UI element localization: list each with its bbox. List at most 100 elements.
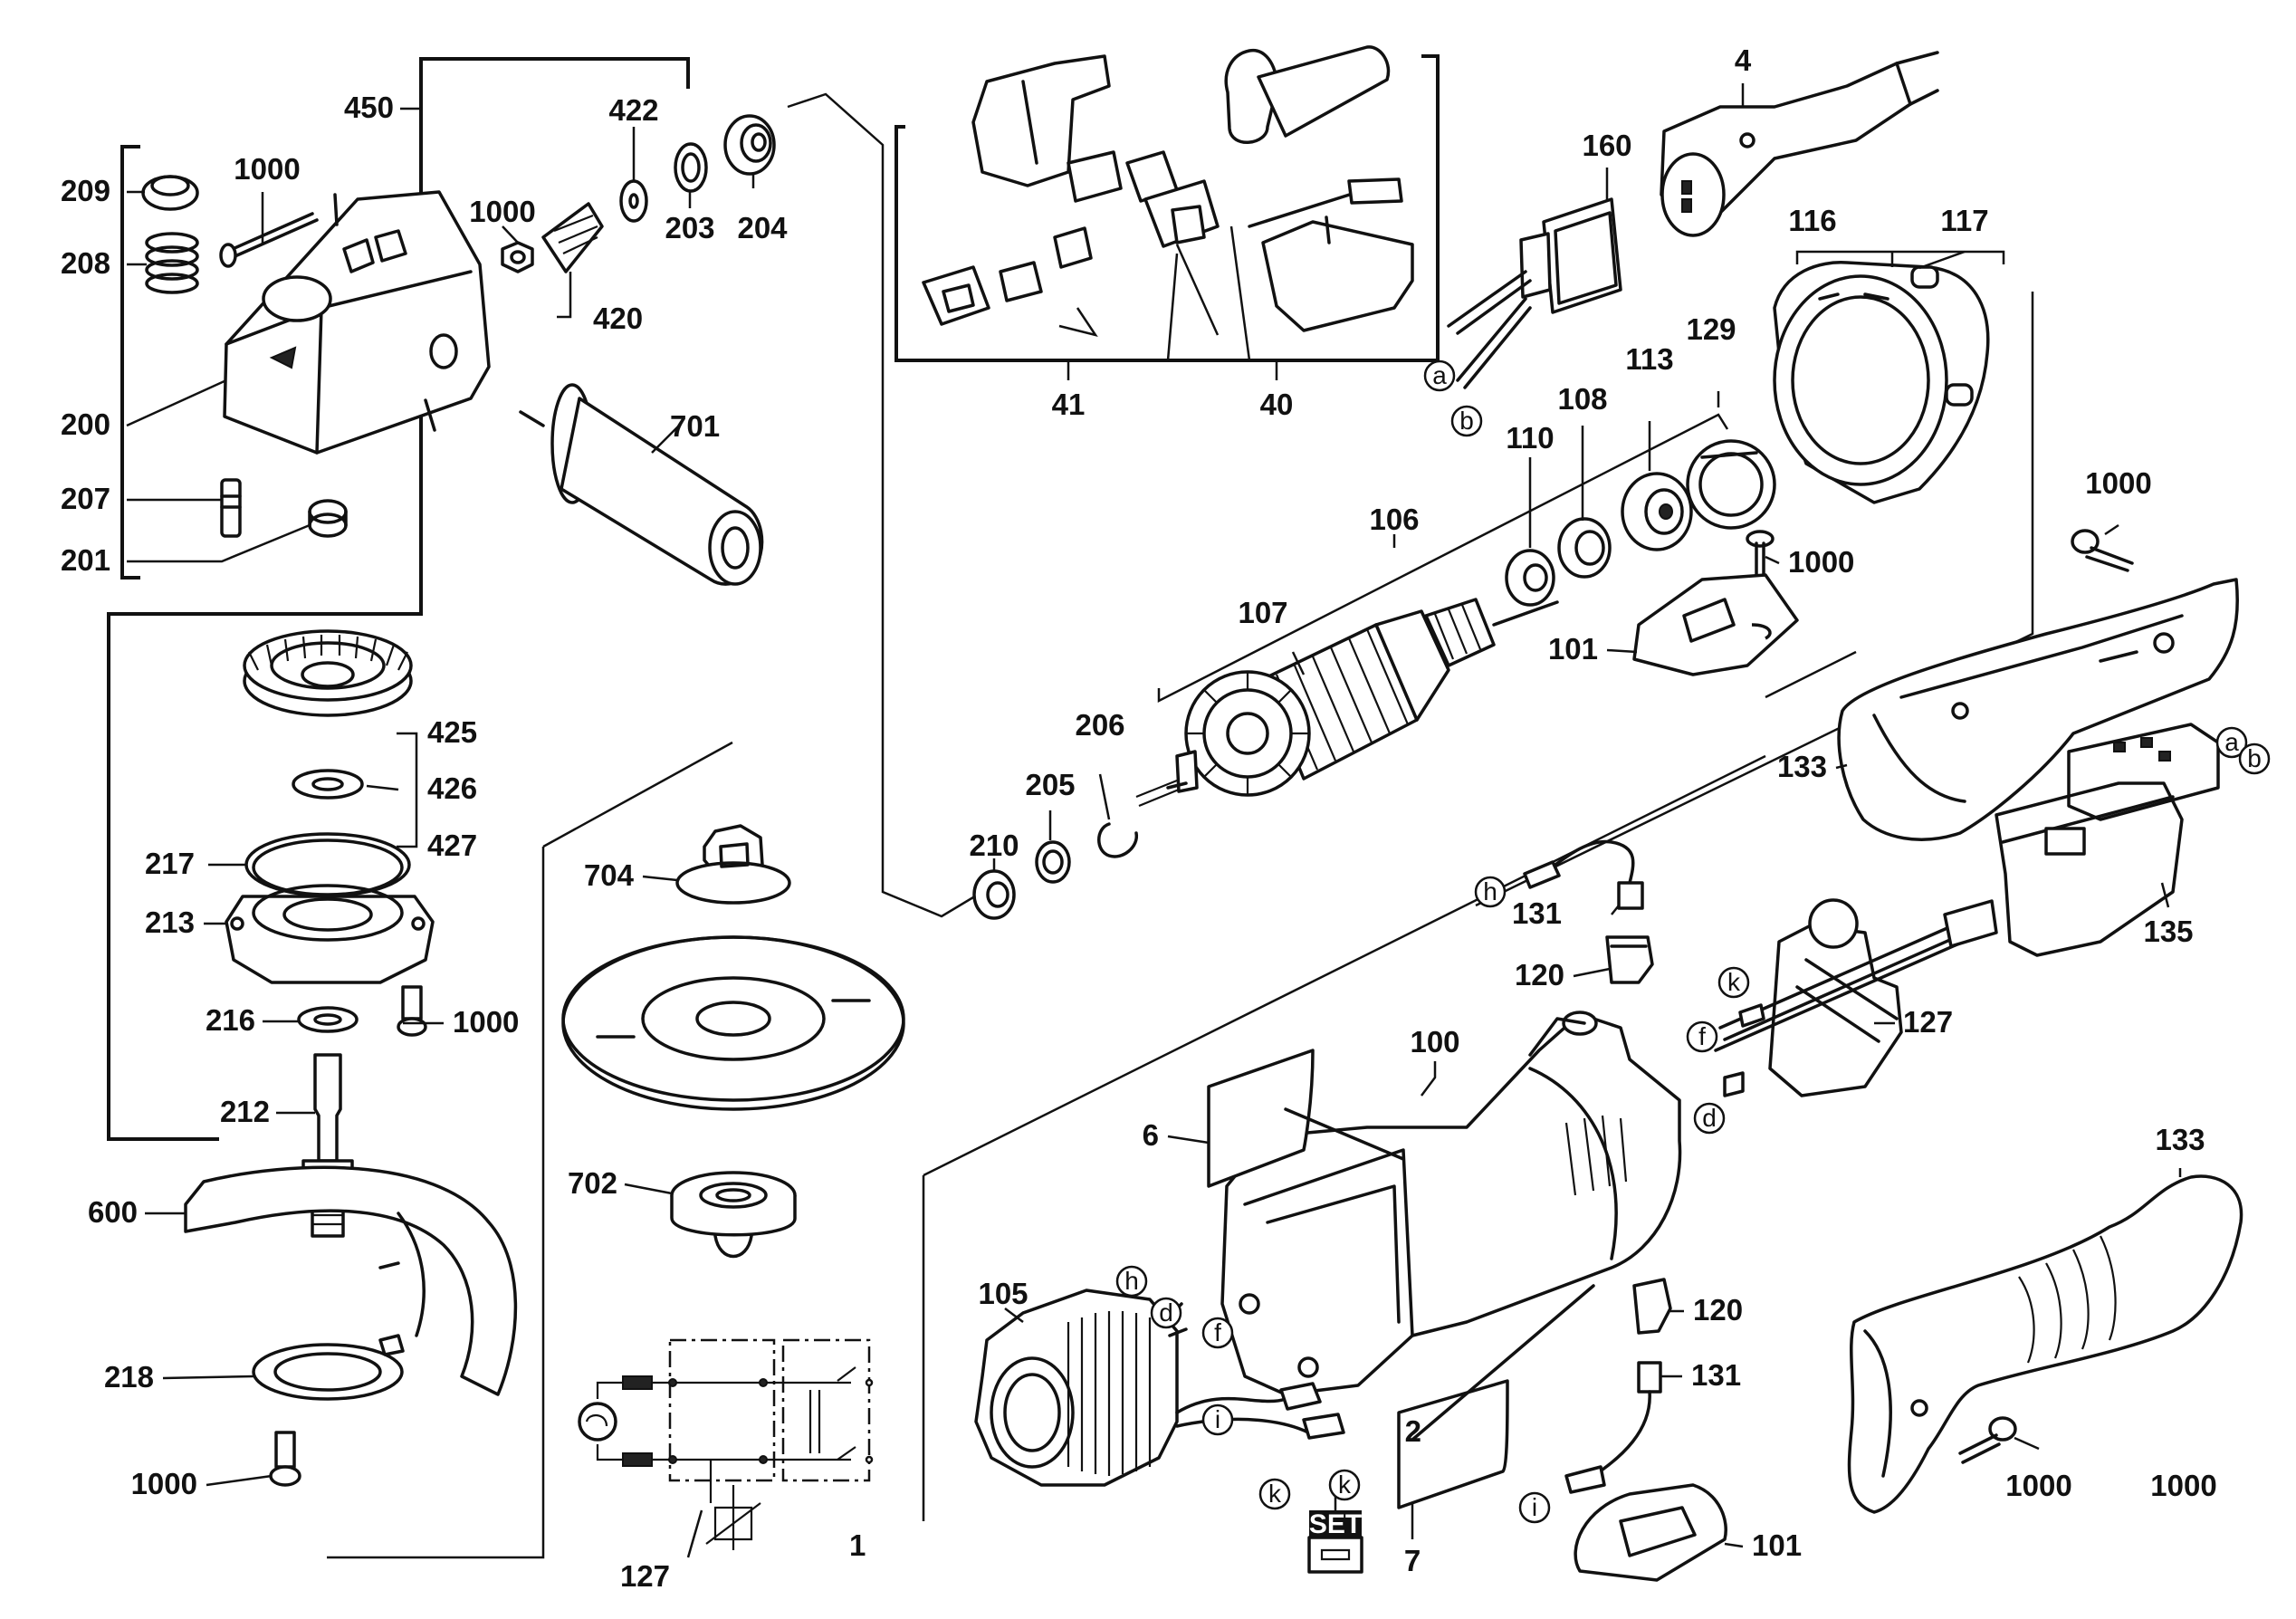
connector-b-right-text: b xyxy=(2247,744,2262,772)
label-201: 201 xyxy=(61,543,110,577)
label-425: 425 xyxy=(427,715,477,749)
label-127-module: 127 xyxy=(1903,1005,1953,1039)
bearing-204 xyxy=(723,114,776,176)
label-7: 7 xyxy=(1404,1544,1421,1577)
pins-117 xyxy=(1910,265,1974,407)
label-1000-bottom: 1000 xyxy=(2005,1469,2071,1502)
label-117: 117 xyxy=(1940,204,1988,237)
label-2: 2 xyxy=(1405,1414,1421,1448)
cord-guard-4 xyxy=(1660,51,1939,237)
label-1000-flange: 1000 xyxy=(453,1005,519,1039)
label-210: 210 xyxy=(969,829,1019,862)
armature-107 xyxy=(1135,598,1559,808)
bearing-flange-116 xyxy=(1773,261,1990,504)
label-100: 100 xyxy=(1410,1025,1459,1059)
terminal-120-bottom xyxy=(1632,1278,1672,1335)
label-704: 704 xyxy=(584,858,635,892)
label-216: 216 xyxy=(206,1003,255,1037)
washer-422 xyxy=(619,179,648,223)
screw-1000-133 xyxy=(2071,529,2134,572)
label-203: 203 xyxy=(665,211,714,244)
connector-d-127-text: d xyxy=(1702,1104,1717,1132)
label-218: 218 xyxy=(104,1360,154,1394)
connector-k-105b-text: k xyxy=(1338,1471,1352,1499)
label-131-top: 131 xyxy=(1512,896,1562,930)
washer-205 xyxy=(1035,840,1071,884)
label-1: 1 xyxy=(849,1528,866,1562)
label-105: 105 xyxy=(978,1277,1028,1310)
label-108: 108 xyxy=(1557,382,1607,416)
label-1000-133: 1000 xyxy=(2085,466,2151,500)
pin-207 xyxy=(220,478,242,538)
motor-housing-100 xyxy=(1220,1011,1682,1396)
connector-b-top-text: b xyxy=(1459,407,1474,435)
washer-216 xyxy=(297,1006,359,1033)
connector-k-127-text: k xyxy=(1727,968,1741,996)
label-129: 129 xyxy=(1686,312,1736,346)
connector-b-top xyxy=(1450,405,1483,437)
connector-f-127 xyxy=(1686,1020,1718,1053)
label-217: 217 xyxy=(145,847,195,880)
switch-135 xyxy=(1995,723,2220,957)
connector-a-top-text: a xyxy=(1432,361,1447,389)
bearing-108 xyxy=(1557,517,1612,579)
electronic-module-127 xyxy=(1714,898,1998,1097)
label-107: 107 xyxy=(1238,596,1287,629)
label-133-bottom: 133 xyxy=(2155,1123,2205,1156)
bushing-201 xyxy=(308,499,348,538)
label-600: 600 xyxy=(88,1195,138,1229)
clamp-218 xyxy=(252,1334,405,1401)
connector-a-right-text: a xyxy=(2224,728,2239,756)
label-701: 701 xyxy=(670,409,720,443)
label-420: 420 xyxy=(593,302,643,335)
label-6 xyxy=(1207,1049,1405,1188)
connector-i-131 xyxy=(1518,1491,1551,1524)
label-6: 6 xyxy=(1143,1118,1159,1152)
connector-markers: a b a b h f k d h d f i k k i xyxy=(1115,359,2271,1524)
wire-131-top xyxy=(1523,839,1644,910)
label-1000-nut: 1000 xyxy=(469,195,535,228)
connector-i-105-text: i xyxy=(1215,1405,1220,1433)
label-204: 204 xyxy=(737,211,788,244)
bearing-113 xyxy=(1621,472,1693,551)
back-flange-702 xyxy=(670,1171,797,1259)
label-208: 208 xyxy=(61,246,110,280)
set-badge: SET xyxy=(1307,1509,1363,1574)
label-160: 160 xyxy=(1582,129,1631,162)
label-135: 135 xyxy=(2143,915,2193,948)
connector-d-127 xyxy=(1693,1102,1726,1135)
label-133-top: 133 xyxy=(1777,750,1827,783)
connector-a-right xyxy=(2215,726,2248,759)
guard-600 xyxy=(184,1165,518,1396)
cord-clamp-160 xyxy=(1447,197,1622,389)
field-coil-105 xyxy=(974,1288,1345,1487)
wire-131-bottom xyxy=(1564,1361,1662,1494)
label-1000-set: 1000 xyxy=(2150,1469,2216,1502)
washer-203 xyxy=(674,142,708,193)
label-113: 113 xyxy=(1625,342,1673,376)
cover-101-bottom xyxy=(1574,1483,1727,1582)
label-4: 4 xyxy=(1735,43,1752,77)
spring-208 xyxy=(145,232,199,294)
screw-1000-101 xyxy=(1746,530,1775,577)
connector-h-105 xyxy=(1115,1265,1148,1298)
pinion-420 xyxy=(541,202,604,273)
bearing-210 xyxy=(972,869,1016,920)
connector-k-127 xyxy=(1717,966,1750,999)
label-426: 426 xyxy=(427,771,477,805)
label-110: 110 xyxy=(1506,421,1554,455)
label-422: 422 xyxy=(608,93,658,127)
label-206: 206 xyxy=(1075,708,1124,742)
part-labels: 450 422 1000 209 208 1000 203 204 420 20… xyxy=(61,43,2217,1593)
connector-k-105b xyxy=(1328,1469,1361,1501)
label-41: 41 xyxy=(1052,388,1086,421)
set-badge-text: SET xyxy=(1309,1509,1362,1539)
connector-f-105-text: f xyxy=(1214,1318,1221,1346)
label-1000-101: 1000 xyxy=(1788,545,1854,579)
cover-101-top xyxy=(1632,573,1799,676)
label-212: 212 xyxy=(220,1095,270,1128)
connector-f-127-text: f xyxy=(1698,1022,1706,1050)
label-427: 427 xyxy=(427,829,477,862)
connector-i-131-text: i xyxy=(1532,1493,1537,1521)
